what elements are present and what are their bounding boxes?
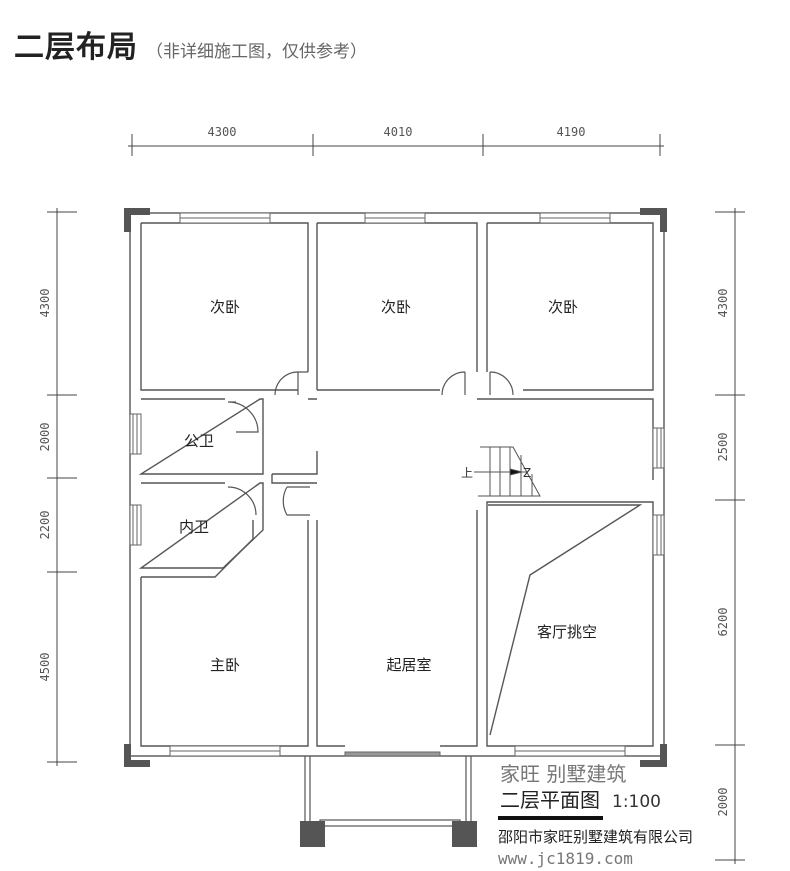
door-master-bedroom: [282, 486, 310, 516]
dim-top-2: 4010: [384, 125, 413, 139]
label-public-bath: 公卫: [184, 432, 214, 450]
stair-arrow-icon: [509, 468, 523, 476]
watermark: 家旺 别墅建筑 www.jc1819.com: [498, 762, 633, 868]
door-bedroom-1: [274, 371, 308, 396]
exterior-walls: [124, 208, 667, 767]
page-header: 二层布局 （非详细施工图，仅供参考）: [14, 22, 367, 66]
watermark-line1: 家旺 别墅建筑: [500, 762, 626, 786]
watermark-line2: www.jc1819.com: [498, 849, 633, 868]
dim-left-1: 4300: [38, 289, 52, 318]
dim-top-1: 4300: [208, 125, 237, 139]
corner-column: [124, 744, 150, 767]
door-bedroom-2: [441, 371, 466, 396]
room-public-bath: [138, 398, 264, 475]
corner-column: [124, 208, 150, 232]
label-bedroom-2: 次卧: [381, 298, 411, 316]
dim-left-4: 4500: [38, 653, 52, 682]
dim-right-4: 2000: [716, 788, 730, 817]
doors: [227, 371, 514, 516]
corner-column: [640, 744, 667, 767]
door-ensuite-bath: [227, 486, 257, 516]
stair-up-label: 上: [461, 466, 473, 480]
room-family: [316, 510, 478, 747]
staircase: 上 Z: [461, 446, 541, 497]
hall-walls: [477, 398, 654, 480]
page-subtitle: （非详细施工图，仅供参考）: [146, 42, 367, 62]
caption-company: 邵阳市家旺别墅建筑有限公司: [498, 828, 693, 846]
stair-down-label: Z: [523, 466, 531, 480]
dim-right-3: 6200: [716, 608, 730, 637]
label-living-void: 客厅挑空: [537, 623, 597, 641]
rooms: [138, 222, 654, 747]
label-bedroom-3: 次卧: [548, 298, 578, 316]
left-dimensions: 4300 2000 2200 4500: [38, 208, 77, 766]
label-ensuite-bath: 内卫: [179, 518, 209, 536]
dim-right-2: 2500: [716, 433, 730, 462]
right-dimensions: 4300 2500 6200 2000: [715, 208, 745, 864]
dim-top-3: 4190: [557, 125, 586, 139]
dim-left-2: 2000: [38, 423, 52, 452]
dim-right-1: 4300: [716, 289, 730, 318]
label-master-bedroom: 主卧: [210, 656, 240, 674]
page-title: 二层布局: [14, 30, 138, 65]
room-master-bedroom: [140, 520, 309, 747]
drawing-caption: 二层平面图 1:100 邵阳市家旺别墅建筑有限公司: [498, 788, 693, 846]
label-family-room: 起居室: [386, 656, 431, 674]
top-dimensions: 4300 4010 4190: [128, 125, 664, 156]
balcony: [300, 756, 477, 847]
door-bedroom-3: [489, 371, 514, 396]
dim-left-3: 2200: [38, 511, 52, 540]
room-living-void: [486, 501, 654, 747]
corridor-walls: [271, 398, 318, 484]
caption-scale: 1:100: [612, 792, 661, 812]
windows: [129, 212, 665, 757]
caption-title: 二层平面图: [500, 788, 600, 812]
corner-column: [640, 208, 667, 232]
label-bedroom-1: 次卧: [210, 298, 240, 316]
door-public-bath: [227, 401, 259, 433]
